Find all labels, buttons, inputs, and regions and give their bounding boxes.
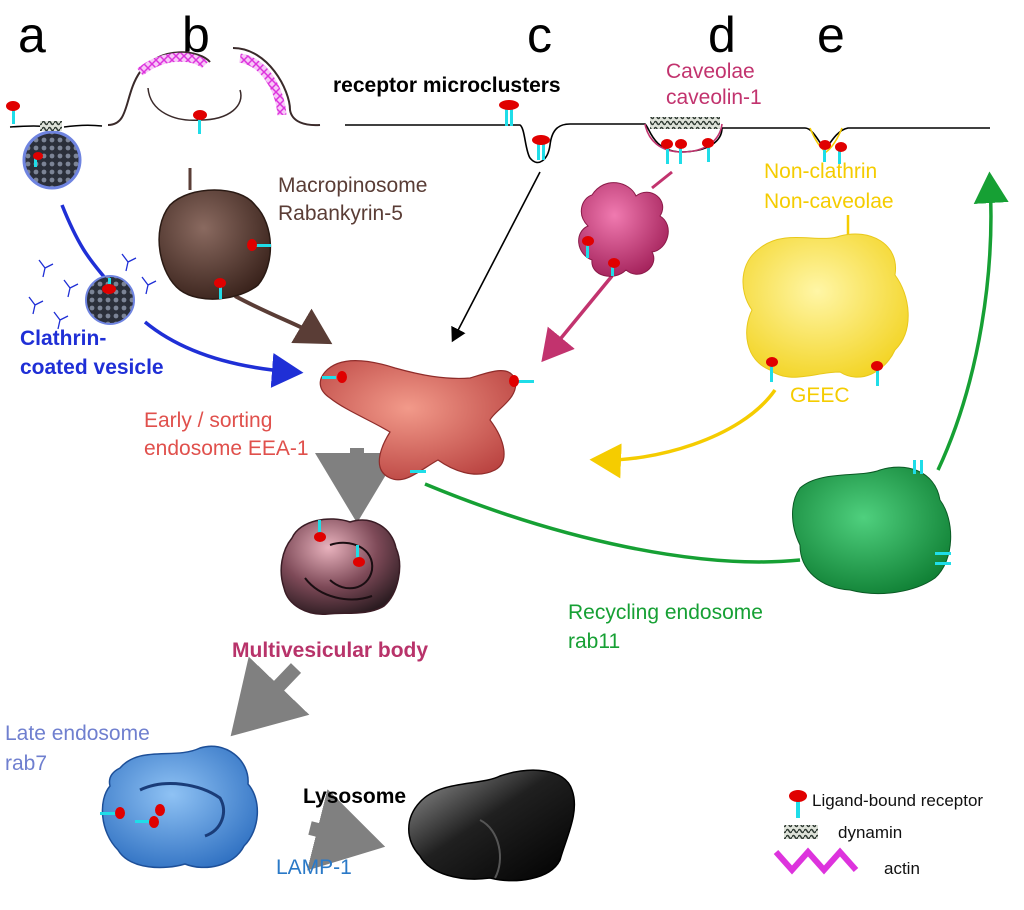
receptor-marker [314,520,326,542]
label-clathrin-2: coated vesicle [20,356,164,379]
label-recycling-1: Recycling endosome [568,601,763,624]
receptor-marker [835,142,847,164]
receptor-marker [509,375,534,387]
receptor-marker [661,139,673,164]
receptor-marker [135,816,159,828]
label-lamp: LAMP-1 [276,856,352,879]
panel-letter-c: c [527,7,552,63]
receptor-marker [608,258,620,276]
late-endosome-inner-membrane [139,782,225,838]
receptor-marker [247,239,271,251]
label-early-1: Early / sorting [144,409,272,432]
arrow-caveolae-to-caveosome [651,170,673,190]
receptor-marker [913,460,923,474]
panel-letter-e: e [817,7,845,63]
membrane-a [9,121,103,190]
arrow-clathrin-to-vesicle [60,204,107,280]
label-geec: GEEC [790,384,850,407]
multivesicular-body [280,518,401,615]
arrow-mvb-to-late [230,656,310,737]
dynamin-collar-a [40,121,62,131]
receptor-marker [100,807,125,819]
mvb-inner-membrane [329,541,374,590]
caveosome [578,182,669,277]
receptor-marker [582,236,594,258]
arrow-early-to-recycling [424,482,801,564]
lysosome-fold [479,819,501,879]
receptor-marker [33,152,43,167]
label-non-clathrin: Non-clathrin [764,160,877,183]
actin-ruffle-left [137,52,209,76]
receptor-marker [935,552,951,565]
label-early-2: endosome EEA-1 [144,437,309,460]
label-late-2: rab7 [5,752,47,775]
legend-receptor-icon [789,790,807,818]
receptor-marker [532,135,550,160]
legend-actin-icon [773,847,859,875]
label-mvb: Multivesicular body [232,639,428,662]
receptor-marker [871,361,883,386]
arrow-geec-to-early [589,388,777,479]
panel-letter-d: d [708,7,736,63]
label-caveolae: Caveolae [666,60,755,83]
receptor-marker [702,138,714,162]
arrow-recycling-to-membrane [936,171,1009,471]
pathway-arrows [60,168,1009,871]
legend-dynamin-icon [784,825,818,839]
macropinosome [158,189,272,300]
panel-letters: a b c d e [18,7,845,63]
receptor-marker [410,470,426,473]
receptor-marker [819,140,831,162]
receptor-marker [155,804,165,816]
label-lysosome: Lysosome [303,785,406,808]
clathrin-coated-vesicle [85,275,135,325]
membrane-b-ruffles [107,47,321,127]
recycling-endosome [792,466,952,595]
legend-dynamin-label: dynamin [838,823,902,842]
label-recycling-2: rab11 [568,630,620,653]
receptor-marker [214,278,226,299]
actin-ruffle-right [238,53,287,116]
legend-receptor-label: Ligand-bound receptor [812,791,983,810]
receptor-marker [675,139,687,164]
label-caveolin: caveolin-1 [666,86,762,109]
receptor-marker [6,101,20,124]
receptor-marker [193,110,207,134]
receptor-marker [102,278,116,294]
arrow-caveosome-to-early [541,274,614,363]
arrow-microcluster-to-early [451,171,541,343]
panel-letter-a: a [18,7,46,63]
label-non-caveolae: Non-caveolae [764,190,894,213]
label-clathrin-1: Clathrin- [20,327,106,350]
receptor-marker [499,100,519,126]
early-sorting-endosome [319,360,517,481]
clathrin-pit-vesicle [22,130,82,190]
arrow-late-to-lysosome [307,789,386,871]
arrow-macropinosome-to-early [234,294,333,345]
legend-actin-label: actin [884,859,920,878]
label-macropinosome: Macropinosome [278,174,427,197]
receptor-marker [766,357,778,382]
dynamin-caveolae [650,117,720,129]
arrow-clathrin-to-early [143,320,304,388]
geec-compartment [742,233,909,378]
label-receptor-microclusters: receptor microclusters [333,74,561,97]
label-late-1: Late endosome [5,722,150,745]
lysosome [408,769,576,882]
label-rabankyrin: Rabankyrin-5 [278,202,403,225]
receptor-marker [322,371,347,383]
mvb-inner-membrane [304,577,373,601]
clathrin-triskelia [28,253,157,330]
legend: Ligand-bound receptor dynamin actin [773,790,983,878]
receptors [6,100,951,828]
late-endosome [101,745,259,869]
receptor-marker [353,545,365,567]
